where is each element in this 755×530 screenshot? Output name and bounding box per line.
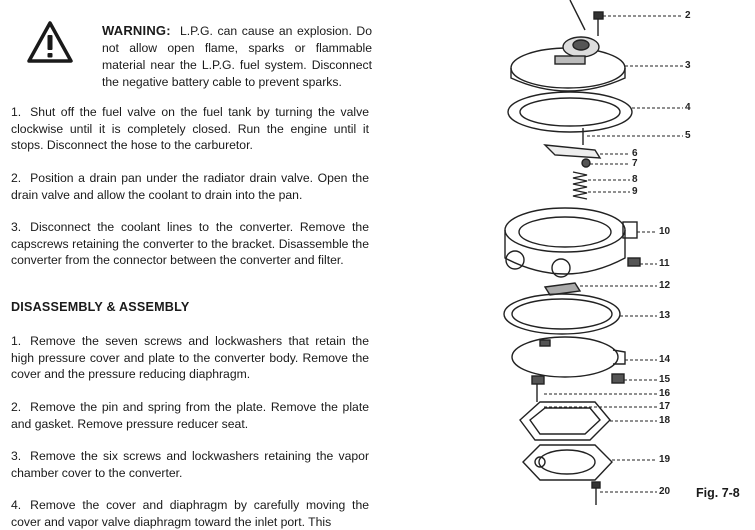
callout-17: 17	[659, 401, 671, 412]
callout-12: 12	[659, 280, 671, 291]
disassembly-step-1: 1.Remove the seven screws and lockwasher…	[11, 333, 369, 383]
part-high-pressure-cover	[510, 36, 626, 92]
removal-step-1: 1.Shut off the fuel valve on the fuel ta…	[11, 104, 369, 154]
part-diaphragm	[507, 91, 633, 133]
step-number: 4.	[11, 498, 22, 512]
warning-title: WARNING:	[102, 23, 171, 38]
callout-10: 10	[659, 226, 671, 237]
step-text: Remove the six screws and lockwashers re…	[11, 449, 369, 480]
step-text: Remove the seven screws and lockwashers …	[11, 334, 369, 382]
removal-step-2: 2.Position a drain pan under the radiato…	[11, 170, 369, 203]
disassembly-step-4: 4.Remove the cover and diaphragm by care…	[11, 497, 369, 530]
disassembly-step-3: 3.Remove the six screws and lockwashers …	[11, 448, 369, 481]
callout-20: 20	[659, 486, 671, 497]
callout-7: 7	[632, 158, 638, 169]
callout-8: 8	[632, 174, 638, 185]
callout-4: 4	[685, 102, 691, 113]
disassembly-step-2: 2.Remove the pin and spring from the pla…	[11, 399, 369, 432]
part-vapor-diaphragm	[511, 336, 626, 378]
part-vapor-chamber-cover	[522, 444, 613, 481]
callout-18: 18	[659, 415, 671, 426]
callout-3: 3	[685, 60, 691, 71]
warning-body: L.P.G. can cause an explosion. Do not al…	[102, 24, 372, 89]
part-screw-top	[593, 11, 604, 36]
step-text: Disconnect the coolant lines to the conv…	[11, 220, 369, 268]
step-text: Shut off the fuel valve on the fuel tank…	[11, 105, 369, 153]
part-converter-body	[504, 207, 638, 278]
callout-6: 6	[632, 148, 638, 159]
section-heading: DISASSEMBLY & ASSEMBLY	[11, 300, 190, 314]
callout-2: 2	[685, 10, 691, 21]
step-number: 1.	[11, 334, 22, 348]
step-text: Position a drain pan under the radiator …	[11, 171, 369, 202]
step-text: Remove the pin and spring from the plate…	[11, 400, 369, 431]
warning-text: WARNING: L.P.G. can cause an explosion. …	[102, 22, 372, 91]
callout-15: 15	[659, 374, 671, 385]
warning-triangle-icon	[27, 21, 73, 63]
part-gasket	[519, 401, 611, 441]
removal-step-3: 3.Disconnect the coolant lines to the co…	[11, 219, 369, 269]
callout-9: 9	[632, 186, 638, 197]
callout-14: 14	[659, 354, 671, 365]
step-number: 2.	[11, 171, 22, 185]
part-plate	[503, 293, 621, 335]
step-text: Remove the cover and diaphragm by carefu…	[11, 498, 369, 529]
callout-16: 16	[659, 388, 671, 399]
callout-11: 11	[659, 258, 670, 269]
step-number: 3.	[11, 449, 22, 463]
callout-13: 13	[659, 310, 671, 321]
callout-5: 5	[685, 130, 691, 141]
step-number: 3.	[11, 220, 22, 234]
step-number: 2.	[11, 400, 22, 414]
figure-label: Fig. 7-8	[696, 486, 740, 500]
step-number: 1.	[11, 105, 22, 119]
callout-19: 19	[659, 454, 671, 465]
converter-exploded-diagram	[503, 0, 683, 505]
